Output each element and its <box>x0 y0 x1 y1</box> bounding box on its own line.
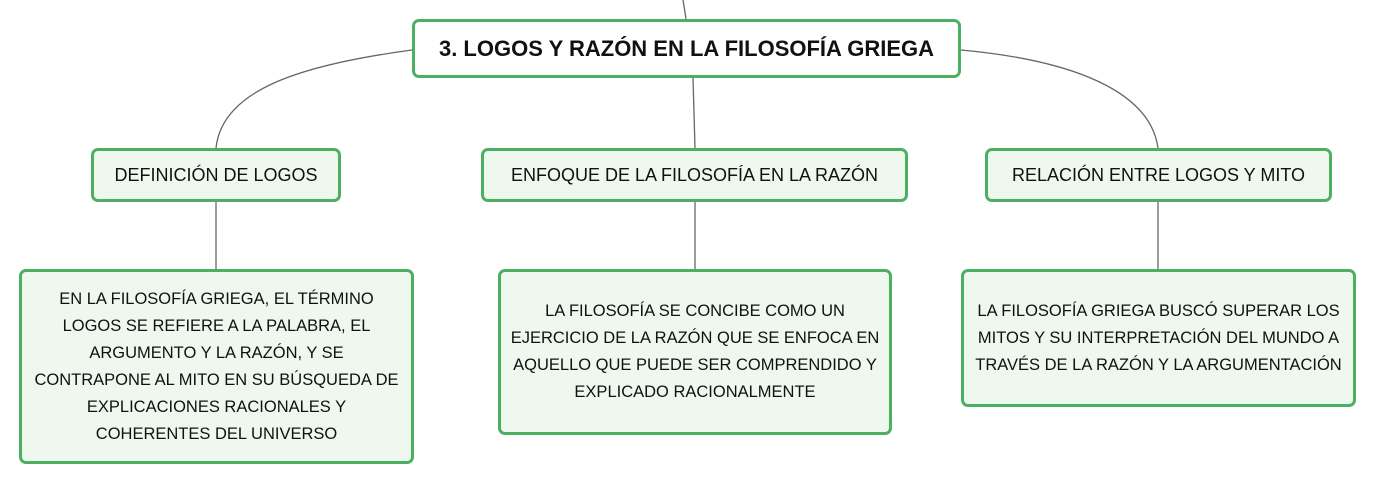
connector-root-to-topic-2 <box>692 77 696 149</box>
topic-node-enfoque-filosofia-razon[interactable]: ENFOQUE DE LA FILOSOFÍA EN LA RAZÓN <box>481 148 908 202</box>
topic-node-definicion-de-logos[interactable]: DEFINICIÓN DE LOGOS <box>91 148 341 202</box>
detail-node-definicion-de-logos[interactable]: EN LA FILOSOFÍA GRIEGA, EL TÉRMINO LOGOS… <box>19 269 414 464</box>
connector-root-to-topic-1 <box>215 49 413 149</box>
topic-label: DEFINICIÓN DE LOGOS <box>114 164 318 185</box>
detail-text: LA FILOSOFÍA GRIEGA BUSCÓ SUPERAR LOS MI… <box>975 301 1342 374</box>
topic-label: RELACIÓN ENTRE LOGOS Y MITO <box>1011 164 1306 185</box>
root-node-label: 3. LOGOS Y RAZÓN EN LA FILOSOFÍA GRIEGA <box>438 35 935 61</box>
connector-parent-to-root <box>682 0 687 20</box>
detail-node-enfoque-filosofia-razon[interactable]: LA FILOSOFÍA SE CONCIBE COMO UN EJERCICI… <box>498 269 892 435</box>
topic-label: ENFOQUE DE LA FILOSOFÍA EN LA RAZÓN <box>510 164 879 185</box>
detail-text: EN LA FILOSOFÍA GRIEGA, EL TÉRMINO LOGOS… <box>34 289 399 443</box>
topic-node-relacion-logos-mito[interactable]: RELACIÓN ENTRE LOGOS Y MITO <box>985 148 1332 202</box>
detail-text: LA FILOSOFÍA SE CONCIBE COMO UN EJERCICI… <box>510 302 880 401</box>
root-node[interactable]: 3. LOGOS Y RAZÓN EN LA FILOSOFÍA GRIEGA <box>412 19 961 78</box>
detail-node-relacion-logos-mito[interactable]: LA FILOSOFÍA GRIEGA BUSCÓ SUPERAR LOS MI… <box>961 269 1356 407</box>
connector-root-to-topic-3 <box>960 49 1159 149</box>
